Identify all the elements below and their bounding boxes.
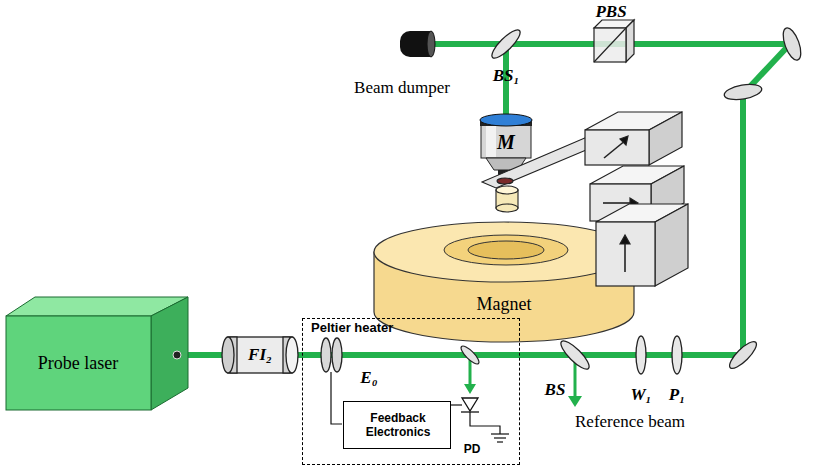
translation-stage: [649, 112, 682, 165]
component-label: BS: [545, 380, 566, 400]
waveplate-and-polarizer: [636, 336, 646, 374]
component-label: W₁: [630, 385, 651, 405]
translation-stage: [655, 204, 688, 286]
magnet-cylinder-outline: [374, 222, 634, 282]
beam-splitter-bs1: [488, 26, 523, 61]
sample-slide: [497, 178, 513, 184]
control-wire: [494, 437, 506, 438]
sample-holder: [496, 190, 518, 208]
sample-holder: [496, 186, 518, 194]
peltier-heater: [332, 338, 342, 372]
probe-laser-box-outline: [173, 351, 181, 359]
component-label: E₀: [360, 368, 377, 388]
node-text: M: [497, 131, 515, 154]
reference-arrow: [568, 396, 582, 407]
faraday-isolator: [286, 337, 298, 373]
mirror: [780, 26, 805, 63]
translation-stage: [630, 198, 638, 208]
waveplate-and-polarizer: [672, 336, 682, 374]
pd-arrow: [469, 358, 472, 386]
beam-dumper: [427, 31, 435, 57]
beam-splitter-bs1: [488, 26, 523, 61]
beam-label: Reference beam: [575, 412, 685, 432]
magnet-cylinder-outline: [374, 222, 634, 342]
probe-laser-box-outline: [6, 316, 151, 410]
faraday-isolator: [228, 337, 292, 373]
peltier-heater: [321, 338, 331, 372]
objective-lens-outline: [486, 126, 496, 157]
laser-beam: [740, 92, 746, 358]
photodiode-symbol: [461, 411, 479, 412]
probe-laser-box-outline: [151, 297, 188, 410]
node-text: Magnet: [477, 294, 532, 315]
beam-dumper: [400, 31, 430, 57]
faraday-isolator: [222, 337, 298, 373]
node-text: Feedback Electronics: [349, 411, 447, 439]
component-label: Beam dumper: [354, 78, 450, 98]
control-wire: [470, 412, 500, 434]
sample-holder: [496, 186, 518, 212]
beam-splitter-bs: [557, 337, 592, 372]
objective-lens-outline: [480, 114, 532, 176]
control-wire: [491, 433, 509, 434]
translation-stage: [596, 204, 688, 222]
pbs-cube: [594, 28, 626, 62]
pd-arrow: [464, 384, 476, 394]
mirror: [723, 82, 763, 102]
component-label: PD: [464, 442, 481, 456]
objective-lens-outline: [480, 114, 532, 126]
translation-stage: [585, 112, 682, 130]
photodiode-symbol: [461, 398, 479, 412]
magnet-cylinder-outline: [444, 235, 568, 265]
magnet-cylinder-outline: [468, 241, 544, 259]
stabilization-region: Peltier heaterFeedback Electronics: [302, 318, 520, 465]
sample-slide: [482, 116, 648, 188]
photodiode-symbol: [462, 398, 478, 411]
component-label: FI₂: [248, 345, 272, 365]
node-text: Probe laser: [38, 353, 118, 374]
mirror: [723, 26, 804, 372]
translation-stage: [620, 136, 628, 145]
etalon-pickoff: [459, 344, 482, 367]
objective-lens: M: [478, 112, 534, 178]
pbs-cube: [594, 20, 634, 62]
waveplate-and-polarizer: [636, 336, 682, 374]
pbs-cube: [626, 20, 634, 62]
etalon-pickoff: [459, 344, 482, 367]
peltier-heater: [321, 338, 342, 372]
objective-lens-outline: [486, 158, 526, 170]
laser-beam: [180, 44, 790, 358]
translation-stage: [590, 166, 684, 184]
control-wire: [450, 404, 462, 405]
objective-lens-outline: [498, 170, 514, 176]
translation-stage: [603, 202, 632, 204]
objective-lens-outline: [481, 124, 531, 158]
component-label: P₁: [669, 385, 685, 405]
beam-dumper: [400, 31, 435, 57]
pbs-cube: [594, 28, 626, 62]
feedback-electronics-box: Feedback Electronics: [343, 401, 451, 449]
control-wire: [497, 441, 503, 442]
mirror: [726, 338, 760, 372]
beam-splitter-bs: [557, 337, 592, 372]
faraday-isolator: [222, 337, 234, 373]
control-wire: [331, 372, 342, 424]
sample-slide: [482, 116, 648, 188]
sample-holder: [496, 204, 518, 212]
component-label: PBS: [595, 2, 626, 22]
translation-stage: [651, 166, 684, 221]
translation-stage: [590, 184, 651, 221]
translation-stage: [604, 140, 626, 158]
translation-stage: [585, 130, 649, 165]
node-text: Peltier heater: [311, 320, 393, 335]
probe-laser-box: Probe laser: [5, 296, 190, 412]
magnet-cylinder-outline: [372, 220, 636, 344]
component-label: BS₁: [493, 66, 520, 86]
magnet-cylinder: Magnet: [372, 220, 636, 344]
probe-laser-box-outline: [6, 297, 188, 410]
